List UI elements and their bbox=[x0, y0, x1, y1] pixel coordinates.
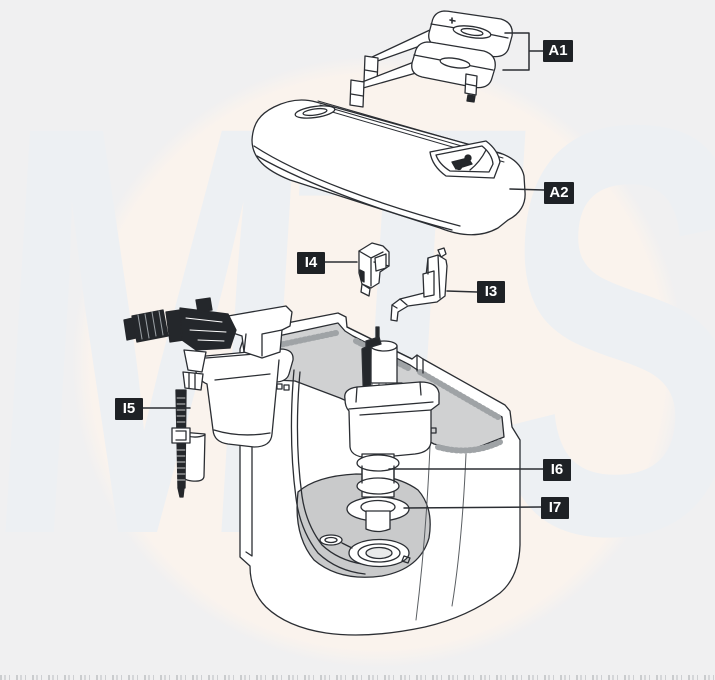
label-i4: I4 bbox=[297, 252, 325, 274]
label-i3: I3 bbox=[477, 281, 505, 303]
bottom-edge-pattern bbox=[0, 675, 715, 680]
flush-buttons-drawing bbox=[349, 10, 513, 108]
lever-arm-i3-drawing bbox=[390, 247, 448, 322]
cistern-lid-drawing bbox=[251, 99, 526, 236]
label-i6: I6 bbox=[543, 459, 571, 481]
label-i5: I5 bbox=[115, 398, 143, 420]
leader-lines bbox=[142, 32, 545, 509]
flush-valve-drawing bbox=[344, 326, 440, 533]
bracket-i4-drawing bbox=[358, 242, 390, 297]
label-a1: A1 bbox=[543, 40, 573, 62]
label-a2: A2 bbox=[544, 182, 574, 204]
label-i7: I7 bbox=[541, 497, 569, 519]
fill-valve-drawing bbox=[123, 297, 294, 498]
